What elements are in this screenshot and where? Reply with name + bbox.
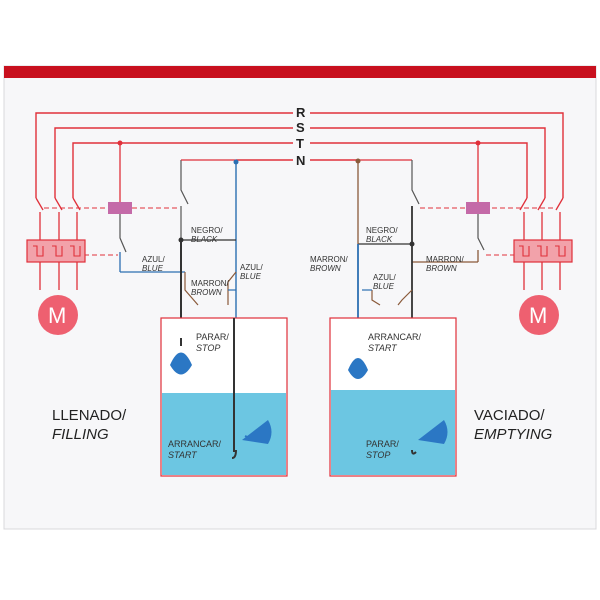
left-blue-label-2: BLUE xyxy=(240,272,262,281)
left-brown-label: BROWN xyxy=(191,288,222,297)
left-marron-label: MARRON/ xyxy=(191,279,230,288)
bus-line-t-right xyxy=(310,142,528,198)
right-brown-label-1: BROWN xyxy=(310,264,341,273)
left-title-es: LLENADO/ xyxy=(52,407,127,424)
right-motor-icon xyxy=(519,295,559,335)
right-coil xyxy=(466,202,490,214)
bus-lines xyxy=(35,112,564,198)
bus-label-s: S xyxy=(296,120,305,135)
left-motor-label: M xyxy=(48,303,66,328)
right-brown-label-2: BROWN xyxy=(426,264,457,273)
right-float-top-icon xyxy=(348,358,368,379)
right-tank-bottom-es: PARAR/ xyxy=(366,439,399,449)
bus-line-s xyxy=(54,127,293,198)
left-contactor-poles xyxy=(35,197,81,290)
right-marron-label-1: MARRON/ xyxy=(310,255,349,264)
right-tank-top-en: START xyxy=(368,343,398,353)
left-blue-label-1: BLUE xyxy=(142,264,164,273)
left-coil xyxy=(108,202,132,214)
right-float-bottom-icon xyxy=(418,420,448,444)
right-blue-label: BLUE xyxy=(373,282,395,291)
left-negro-label: NEGRO/ xyxy=(191,226,223,235)
left-tank-bottom-es: ARRANCAR/ xyxy=(168,439,222,449)
right-contactor-poles xyxy=(519,197,564,290)
bus-line-t xyxy=(72,142,293,198)
left-azul-label-1: AZUL/ xyxy=(142,255,165,264)
right-tank-bottom-en: STOP xyxy=(366,450,390,460)
bus-label-r: R xyxy=(296,105,306,120)
bus-label-n: N xyxy=(296,153,305,168)
header-bar xyxy=(4,66,596,78)
left-azul-label-2: AZUL/ xyxy=(240,263,263,272)
right-negro-label: NEGRO/ xyxy=(366,226,398,235)
right-marron-label-2: MARRON/ xyxy=(426,255,465,264)
right-motor-label: M xyxy=(529,303,547,328)
left-motor-icon xyxy=(38,295,78,335)
bus-label-t: T xyxy=(296,136,304,151)
left-title-en: FILLING xyxy=(52,426,109,443)
left-tank-top-en: STOP xyxy=(196,343,220,353)
bus-line-r xyxy=(35,112,293,198)
right-black-label: BLACK xyxy=(366,235,393,244)
right-azul-label: AZUL/ xyxy=(373,273,396,282)
bus-line-r-right xyxy=(310,112,564,198)
right-title-en: EMPTYING xyxy=(474,426,553,443)
right-title-es: VACIADO/ xyxy=(474,407,545,424)
left-float-top-icon xyxy=(170,352,192,375)
left-black-label: BLACK xyxy=(191,235,218,244)
left-circuit: M xyxy=(26,140,288,477)
right-circuit: M xyxy=(329,140,573,477)
left-tank-top-es: PARAR/ xyxy=(196,332,229,342)
left-tank-bottom-en: START xyxy=(168,450,198,460)
right-tank-top-es: ARRANCAR/ xyxy=(368,332,422,342)
bus-line-s-right xyxy=(310,127,546,198)
